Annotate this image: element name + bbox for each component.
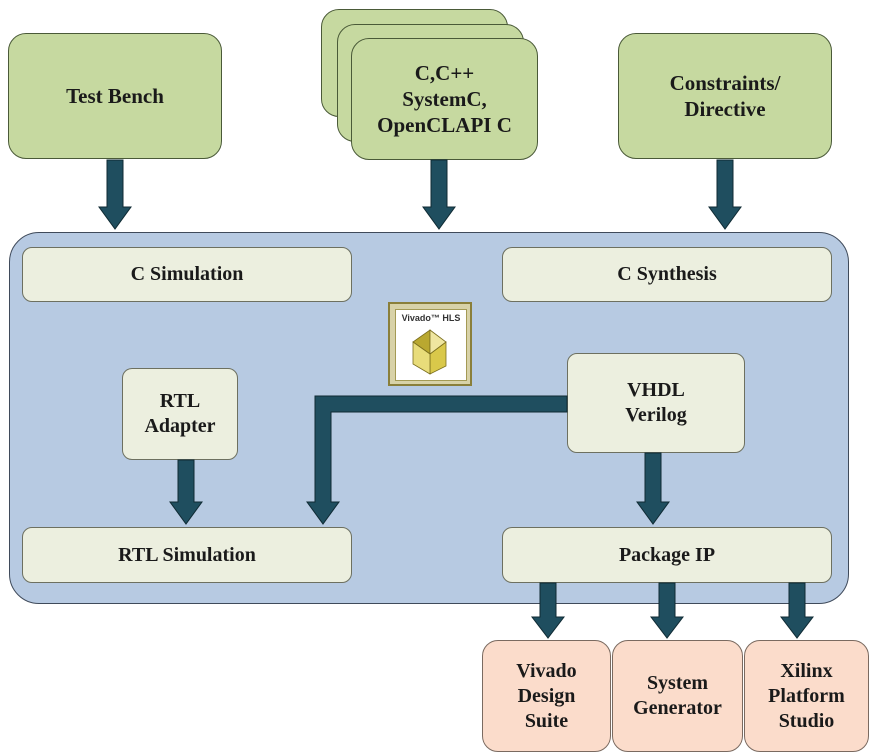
rtl-simulation-box: RTL Simulation (22, 527, 352, 583)
vivado-design-suite-line-1: Vivado (516, 659, 577, 682)
c-synthesis-box: C Synthesis (502, 247, 832, 302)
xilinx-platform-studio-line-1: Xilinx (780, 659, 833, 682)
source-line-2: SystemC, (402, 86, 487, 111)
test-bench-box: Test Bench (8, 33, 222, 159)
source-line-1: C,C++ (414, 60, 475, 85)
package-ip-box: Package IP (502, 527, 832, 583)
package-ip-label: Package IP (618, 543, 716, 566)
rtl-simulation-label: RTL Simulation (118, 543, 256, 566)
constraints-line-2: Directive (684, 97, 766, 121)
vivado-design-suite-line-3: Suite (524, 709, 569, 732)
arrow-package-to-sysgen (649, 582, 685, 639)
arrow-source-down (422, 159, 456, 230)
arrow-package-to-xps (779, 582, 815, 639)
constraints-line-1: Constraints/ (669, 70, 781, 95)
xilinx-platform-studio-line-3: Studio (778, 709, 835, 732)
vivado-hls-logo-text: Vivado™ HLS (401, 313, 461, 323)
xilinx-platform-studio-line-2: Platform (768, 684, 845, 707)
rtl-adapter-box: RTL Adapter (122, 368, 238, 460)
vivado-hls-logo: Vivado™ HLS (388, 302, 472, 386)
arrow-hdl-to-package (636, 452, 670, 525)
hdl-line-1: VHDL (627, 379, 685, 401)
test-bench-label: Test Bench (66, 83, 164, 108)
c-simulation-label: C Simulation (130, 263, 244, 285)
hdl-box: VHDL Verilog (567, 353, 745, 453)
c-simulation-box: C Simulation (22, 247, 352, 302)
source-languages-box: C,C++ SystemC, OpenCLAPI C (351, 38, 538, 160)
vivado-design-suite-box: Vivado Design Suite (482, 640, 611, 752)
system-generator-line-2: Generator (633, 697, 722, 719)
xilinx-platform-studio-box: Xilinx Platform Studio (744, 640, 869, 752)
vivado-design-suite-line-2: Design (517, 684, 576, 707)
constraints-box: Constraints/ Directive (618, 33, 832, 159)
hdl-line-2: Verilog (625, 404, 687, 426)
source-line-3: OpenCLAPI C (377, 113, 512, 138)
arrow-package-to-vivado (530, 582, 566, 639)
system-generator-box: System Generator (612, 640, 743, 752)
arrow-test-bench-down (98, 159, 132, 230)
c-synthesis-label: C Synthesis (617, 263, 717, 285)
system-generator-line-1: System (646, 672, 709, 694)
rtl-adapter-line-2: Adapter (144, 415, 216, 437)
arrow-hdl-to-rtl-sim (306, 395, 568, 525)
arrow-adapter-to-rtl-sim (169, 459, 203, 525)
vivado-hls-logo-icon: Vivado™ HLS (395, 309, 467, 381)
rtl-adapter-line-1: RTL (159, 390, 201, 412)
arrow-constraints-down (708, 159, 742, 230)
